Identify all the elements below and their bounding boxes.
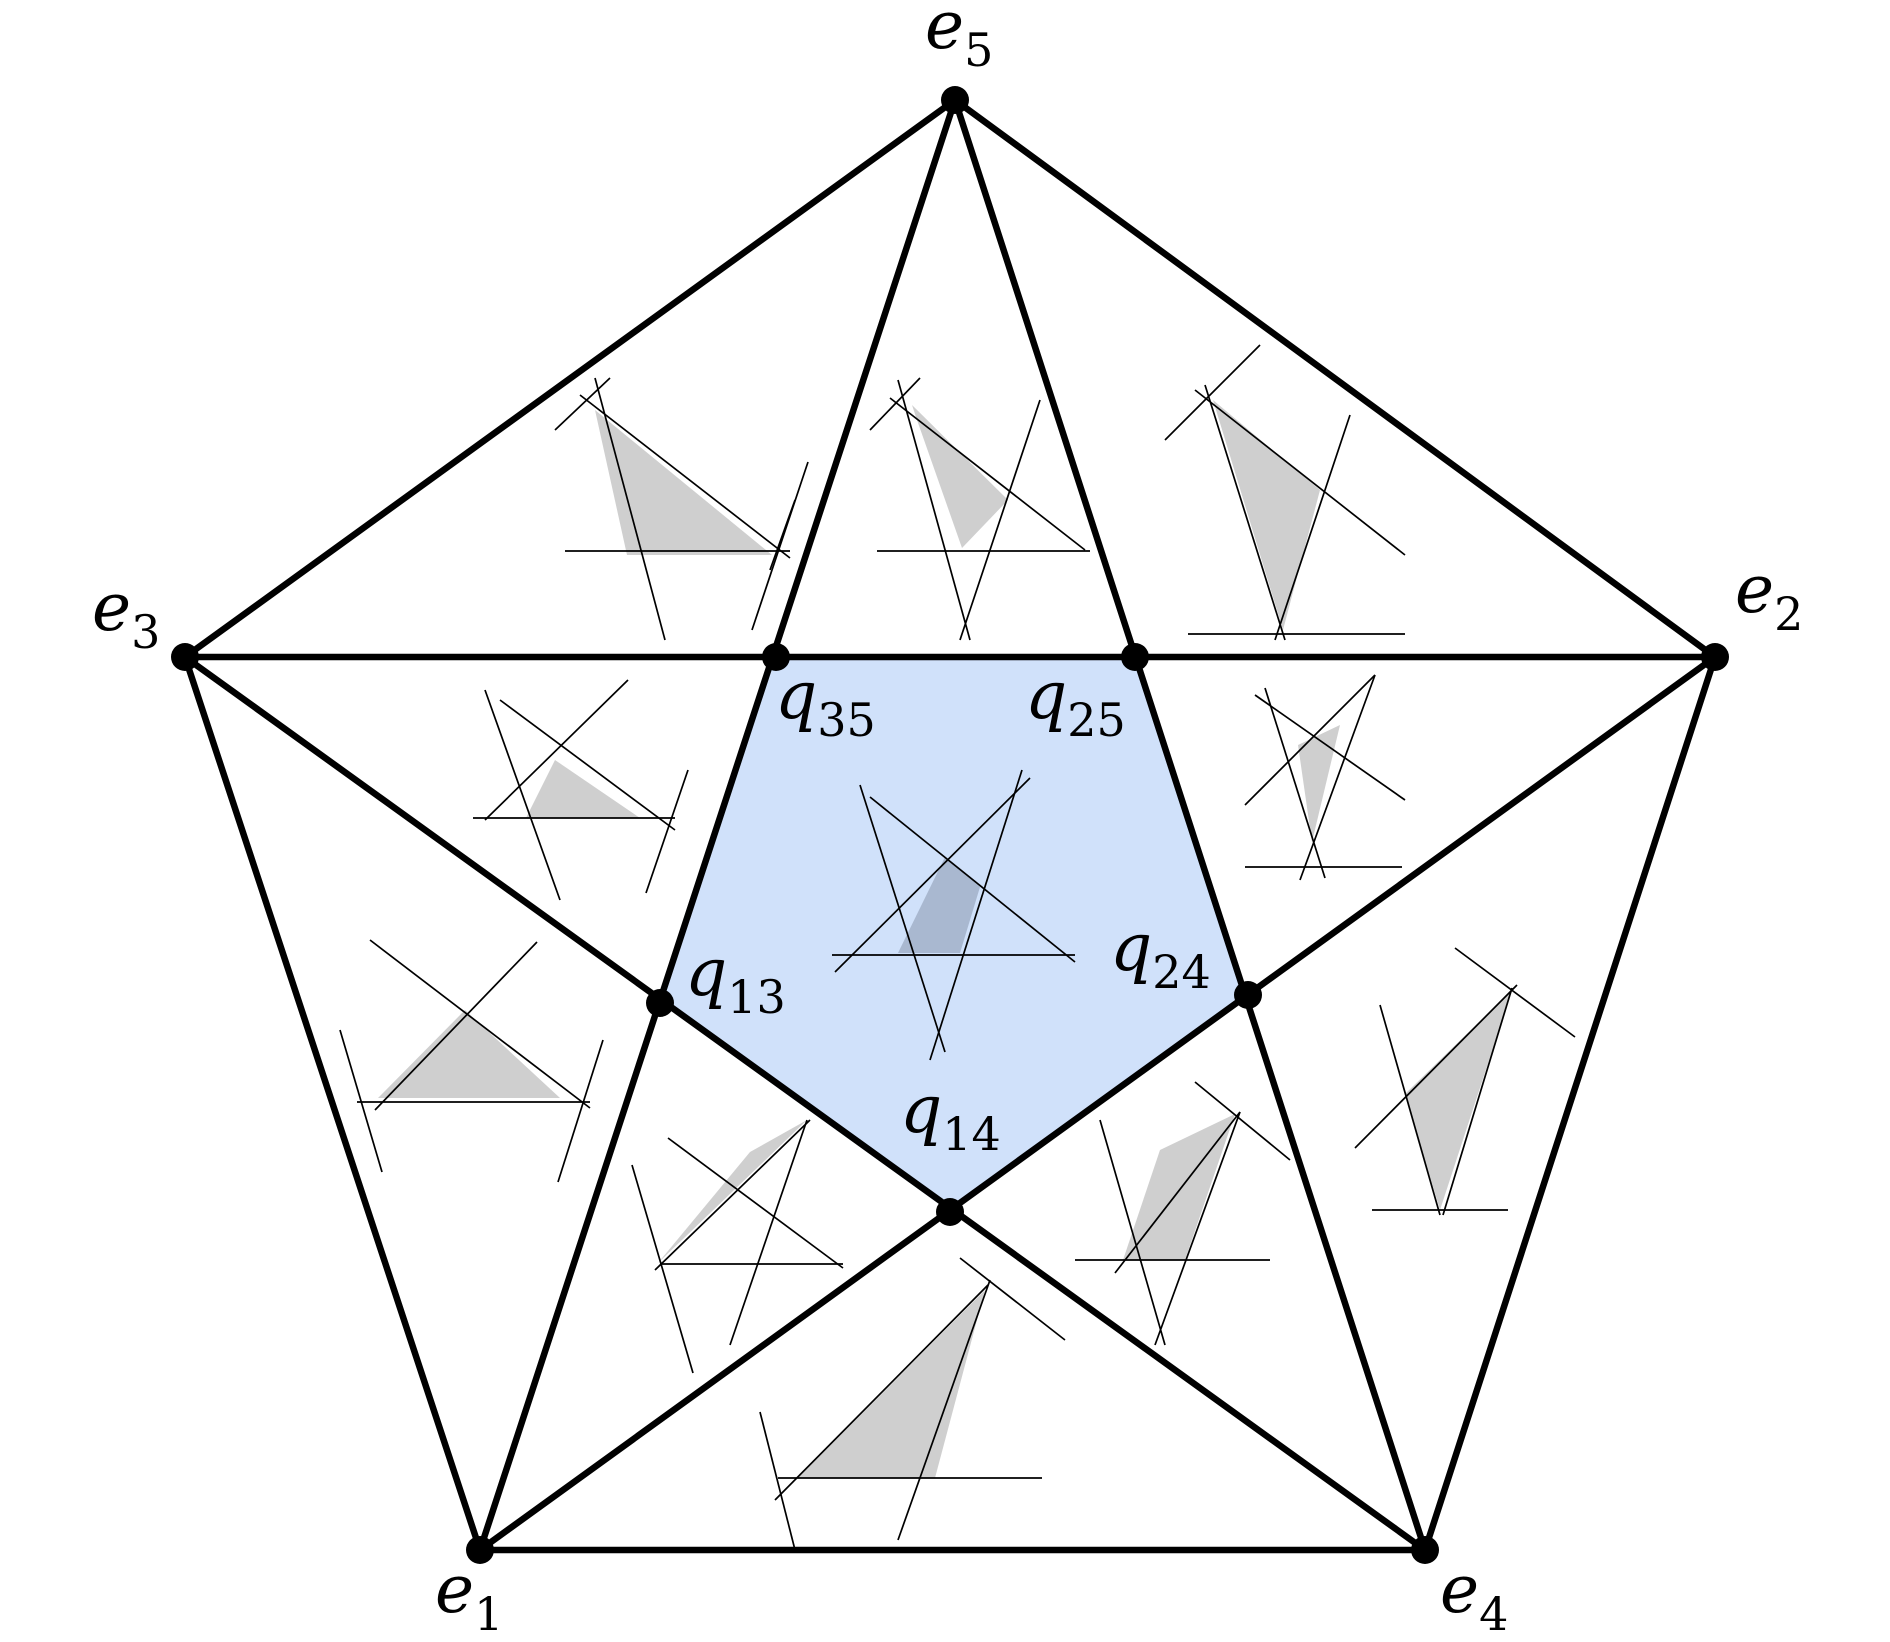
node-e4 — [1411, 1536, 1439, 1564]
node-q24 — [1234, 981, 1262, 1009]
label-q35: q35 — [775, 657, 876, 747]
line-arrangement-center — [832, 769, 1076, 1061]
label-q14: q14 — [900, 1071, 1001, 1161]
outer-pentagon — [181, 95, 1719, 1554]
label-e4: e4 — [1440, 1551, 1508, 1641]
node-e2 — [1701, 643, 1729, 671]
node-q13 — [646, 989, 674, 1017]
label-e1: e1 — [435, 1551, 503, 1641]
line-arrangement-right-lower — [1354, 947, 1576, 1216]
node-q25 — [1121, 643, 1149, 671]
label-q25: q25 — [1025, 657, 1126, 747]
graph-nodes — [171, 86, 1729, 1564]
line-arrangement-bottom-left — [631, 1119, 844, 1374]
node-e1 — [466, 1536, 494, 1564]
line-arrangement-top-middle — [869, 377, 1090, 641]
line-arrangement-top-right — [1164, 344, 1406, 641]
label-q24: q24 — [1110, 909, 1211, 999]
label-q13: q13 — [685, 934, 786, 1024]
node-e5 — [941, 86, 969, 114]
vertex-labels: e5 e2 e4 e1 e3 q35 q25 q24 q14 q13 — [92, 0, 1803, 1641]
line-arrangement-left-upper — [473, 679, 689, 901]
pentagram-star — [174, 96, 1726, 1559]
line-arrangement-bottom-right — [1075, 1081, 1291, 1346]
node-q35 — [762, 643, 790, 671]
line-arrangement-bottom — [759, 1257, 1066, 1551]
node-q14 — [936, 1198, 964, 1226]
line-arrangement-right-upper — [1244, 674, 1406, 881]
label-e3: e3 — [92, 569, 160, 659]
line-arrangement-left-lower — [339, 939, 604, 1183]
label-e2: e2 — [1735, 551, 1803, 641]
label-e5: e5 — [925, 0, 993, 77]
graph-edges — [174, 95, 1726, 1559]
node-e3 — [171, 643, 199, 671]
line-arrangement-top-left — [554, 377, 809, 641]
